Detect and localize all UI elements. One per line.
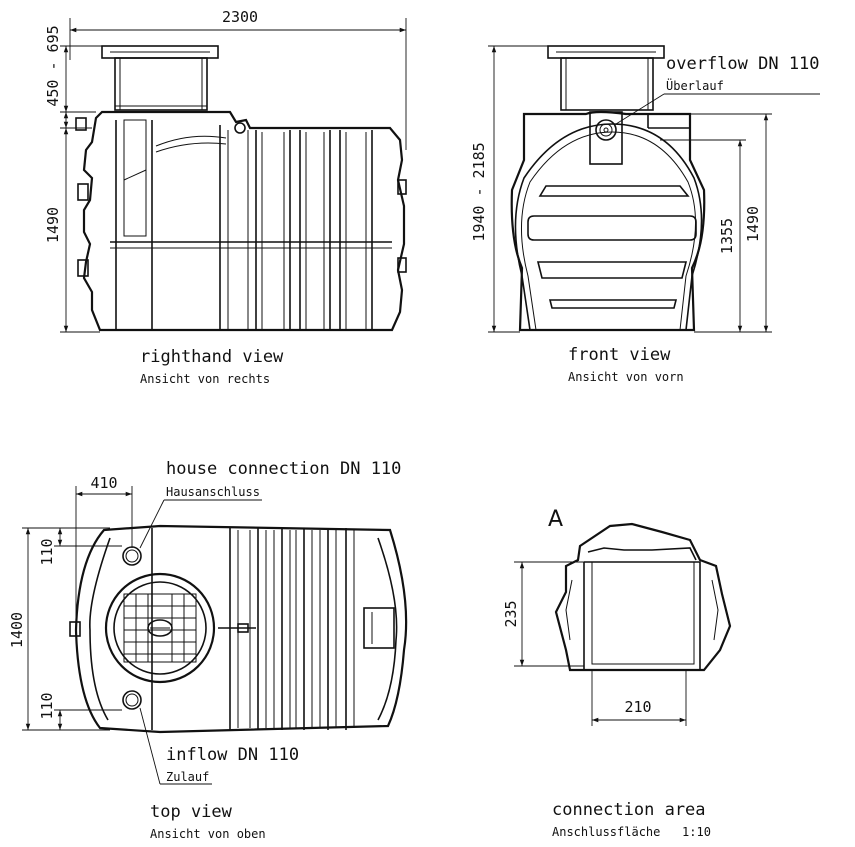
dim-riser: 450 - 695: [44, 25, 62, 106]
dim-front-body-height: 1490: [744, 206, 762, 242]
connection-area: A 235 210 connection area Anschlussfläch…: [502, 507, 732, 839]
inflow-pipe: [122, 690, 142, 710]
dim-width: 1400: [8, 612, 26, 648]
manhole-cover: [104, 572, 216, 684]
dim-connection-width: 210: [624, 698, 651, 716]
dim-offset: 410: [90, 474, 117, 492]
front-view-subtitle: Ansicht von vorn: [568, 370, 684, 384]
dim-length: 2300: [222, 8, 258, 26]
dim-total-height: 1940 - 2185: [470, 142, 488, 241]
front-view: overflow DN 110 Überlauf 1940 - 2185 135…: [470, 45, 820, 384]
dim-top-pipe: 110: [38, 538, 56, 565]
house-connection-pipe: [122, 546, 142, 566]
tank-body-top: [69, 524, 408, 734]
house-connection-subtitle: Hausanschluss: [166, 485, 260, 499]
overflow-leader: [615, 93, 665, 125]
top-view: house connection DN 110 Hausanschluss in…: [8, 459, 408, 841]
dim-body-height: 1490: [44, 207, 62, 243]
top-view-subtitle: Ansicht von oben: [150, 827, 266, 841]
top-view-title: top view: [150, 802, 233, 822]
tank-body-side: [75, 110, 407, 332]
detail-marker: A: [548, 507, 563, 532]
righthand-view-title: righthand view: [140, 347, 284, 367]
overflow-subtitle: Überlauf: [666, 77, 724, 93]
righthand-view: 2300 450 - 695 1490 righthand view Ansic…: [44, 8, 407, 386]
inflow-subtitle: Zulauf: [166, 770, 209, 784]
inflow-label: inflow DN 110: [166, 745, 299, 765]
riser-lid: [101, 45, 219, 111]
front-dimensions: [488, 45, 772, 333]
dim-bottom-pipe: 110: [38, 692, 56, 719]
connection-detail-outline: [554, 522, 732, 672]
dim-inner-height: 1355: [718, 218, 736, 254]
front-view-title: front view: [568, 345, 671, 365]
connection-area-title: connection area: [552, 800, 706, 820]
connection-area-subtitle: Anschlussfläche 1:10: [552, 825, 711, 839]
front-riser-lid: [547, 45, 665, 111]
connection-dimensions: [514, 561, 687, 726]
tank-body-front: [510, 110, 706, 332]
front-slots: [527, 185, 697, 309]
righthand-dimensions: [60, 18, 407, 333]
house-connection-label: house connection DN 110: [166, 459, 401, 479]
overflow-label: overflow DN 110: [666, 54, 820, 74]
dim-connection-height: 235: [502, 600, 520, 627]
top-dimensions: [22, 486, 133, 731]
righthand-view-subtitle: Ansicht von rechts: [140, 372, 270, 386]
